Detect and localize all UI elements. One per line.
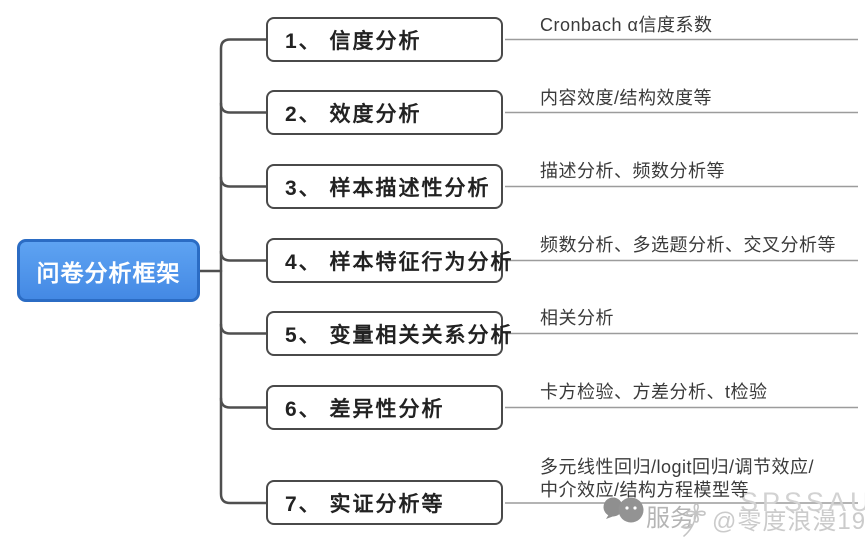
branch-note-2: 内容效度/结构效度等 — [540, 88, 713, 108]
chat-bubbles-icon — [603, 497, 644, 523]
branch-note-7: 多元线性回归/logit回归/调节效应/ 中介效应/结构方程模型等 — [540, 457, 815, 500]
watermark-brand: SPSSAU — [740, 487, 865, 517]
branch-note-5: 相关分析 — [540, 308, 614, 328]
root-node: 问卷分析框架 — [17, 239, 200, 302]
branch-node-3: 3、 样本描述性分析 — [266, 164, 503, 209]
branch-node-label: 4、 样本特征行为分析 — [285, 250, 514, 274]
branch-note-6: 卡方检验、方差分析、t检验 — [540, 382, 768, 402]
branch-node-label: 1、 信度分析 — [285, 29, 422, 53]
branch-node-label: 7、 实证分析等 — [285, 492, 445, 516]
branch-node-label: 3、 样本描述性分析 — [285, 176, 491, 200]
tree-connectors — [198, 38, 268, 505]
branch-node-label: 2、 效度分析 — [285, 102, 422, 126]
branch-node-5: 5、 变量相关关系分析 — [266, 311, 512, 356]
branch-node-7: 7、 实证分析等 — [266, 480, 503, 525]
watermark-handle: @零度浪漫1991 — [712, 508, 865, 535]
root-node-label: 问卷分析框架 — [36, 259, 181, 286]
branch-node-4: 4、 样本特征行为分析 — [266, 238, 512, 283]
branch-node-label: 6、 差异性分析 — [285, 397, 445, 421]
branch-note-4: 频数分析、多选题分析、交叉分析等 — [540, 235, 836, 255]
note-underlines — [505, 38, 858, 504]
branch-note-1: Cronbach α信度系数 — [540, 15, 713, 35]
branch-note-3: 描述分析、频数分析等 — [540, 161, 725, 181]
branch-node-2: 2、 效度分析 — [266, 90, 503, 135]
branch-node-6: 6、 差异性分析 — [266, 385, 503, 430]
branch-node-1: 1、 信度分析 — [266, 17, 503, 62]
flower-ornament-icon — [680, 503, 706, 537]
branch-node-label: 5、 变量相关关系分析 — [285, 323, 514, 347]
